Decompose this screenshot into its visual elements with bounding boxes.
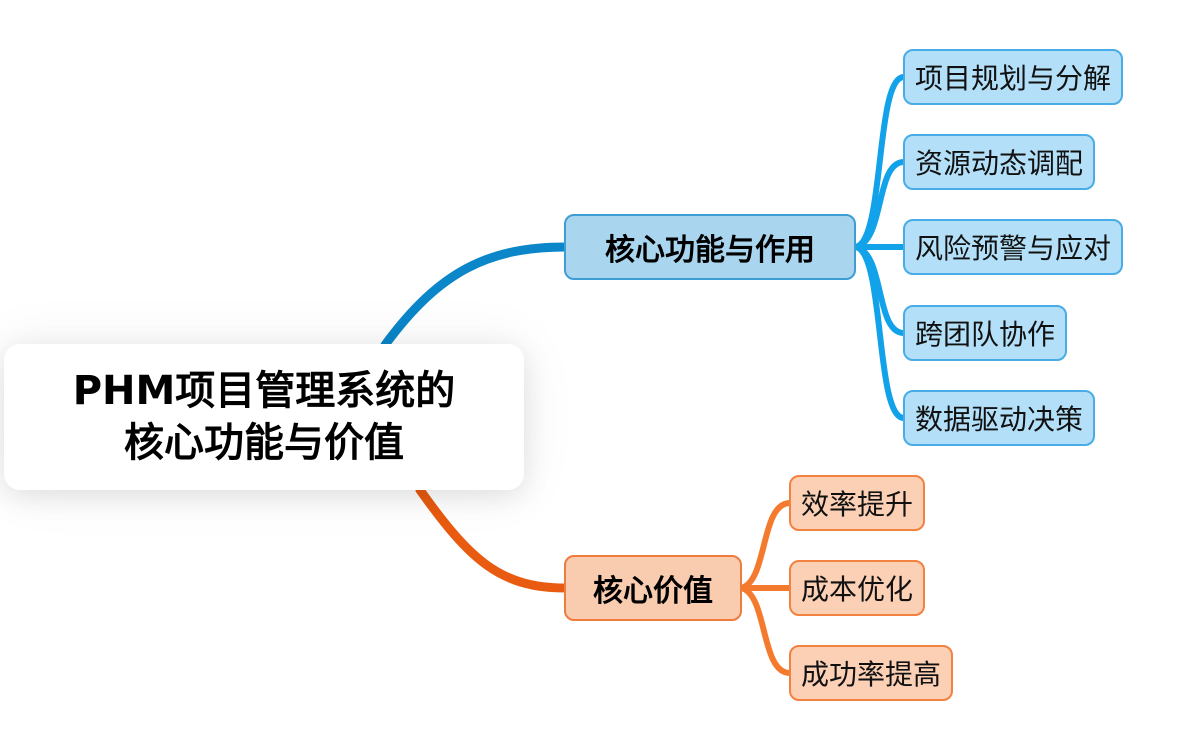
root-topic-line-2: 核心功能与价值 [124,420,404,466]
subtopic-resource-allocation[interactable]: 资源动态调配 [903,134,1096,190]
subtopic-label: 数据驱动决策 [915,403,1084,436]
subtopic-cost-optimization[interactable]: 成本优化 [789,560,926,616]
subtopic-label: 资源动态调配 [915,147,1084,180]
connector-value-to-leaf-3 [738,585,793,676]
connector-root-to-value [415,485,571,593]
subtopic-label: 项目规划与分解 [915,62,1112,95]
subtopic-project-planning[interactable]: 项目规划与分解 [903,49,1124,105]
topic-core-functions[interactable]: 核心功能与作用 [564,214,856,280]
subtopic-data-driven-decisions[interactable]: 数据驱动决策 [903,390,1096,446]
topic-core-functions-label: 核心功能与作用 [605,233,815,268]
connector-value-to-leaf-1 [738,500,793,591]
connector-functions-to-leaf-2 [853,159,907,250]
subtopic-label: 效率提升 [801,488,914,521]
connector-root-to-functions [380,242,571,350]
connector-functions-to-leaf-5 [853,244,907,421]
root-topic[interactable]: PHM项目管理系统的 核心功能与价值 [4,344,524,490]
subtopic-risk-warning[interactable]: 风险预警与应对 [903,219,1124,275]
subtopic-cross-team-collaboration[interactable]: 跨团队协作 [903,305,1068,361]
topic-core-value[interactable]: 核心价值 [564,555,742,621]
topic-core-value-label: 核心价值 [593,574,713,609]
root-topic-line-1: PHM项目管理系统的 [72,368,456,414]
subtopic-label: 成本优化 [801,573,914,606]
subtopic-label: 跨团队协作 [915,318,1056,351]
subtopic-efficiency[interactable]: 效率提升 [789,475,926,531]
subtopic-label: 风险预警与应对 [915,232,1112,265]
subtopic-success-rate[interactable]: 成功率提高 [789,645,954,701]
subtopic-label: 成功率提高 [801,658,942,691]
